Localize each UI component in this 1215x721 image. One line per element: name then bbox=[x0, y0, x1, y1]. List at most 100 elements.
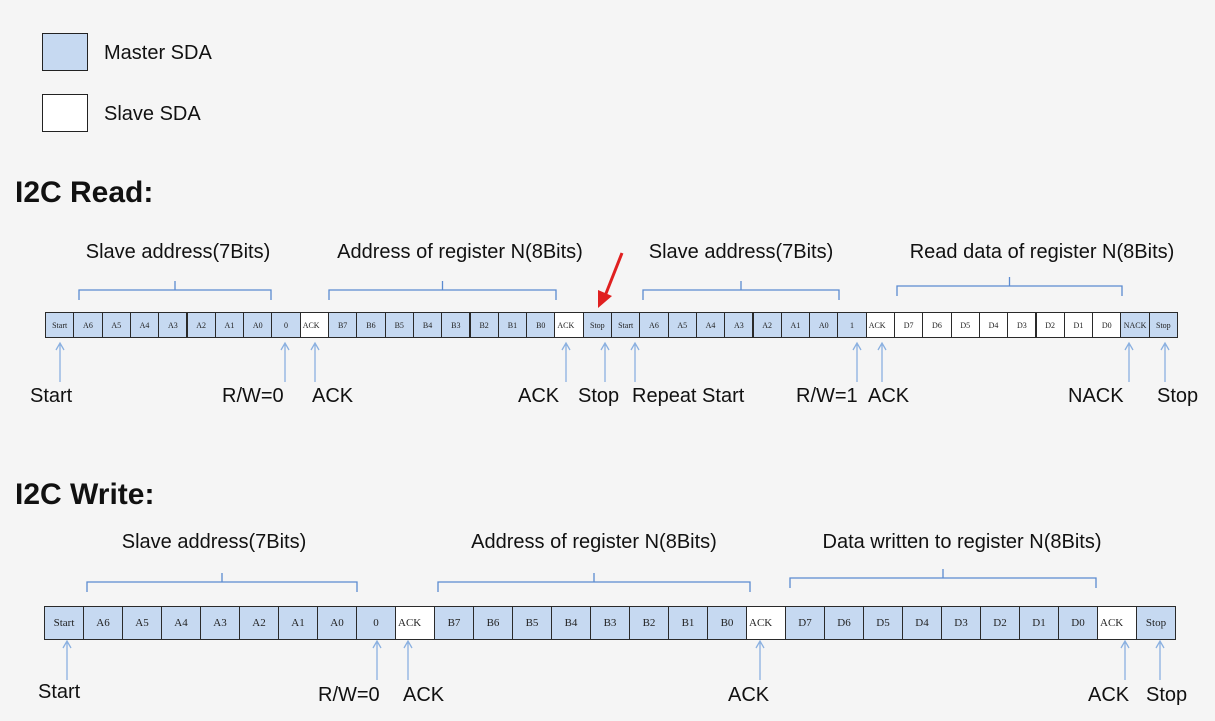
up-arrow-icon bbox=[1120, 639, 1130, 680]
bit-cell-d5: D5 bbox=[950, 312, 980, 338]
bit-cell-a5: A5 bbox=[667, 312, 697, 338]
group-bracket bbox=[78, 281, 272, 300]
bit-cell-a3: A3 bbox=[724, 312, 754, 338]
bit-cell-d4: D4 bbox=[902, 606, 942, 640]
up-arrow-icon bbox=[561, 341, 571, 382]
bit-cell-a4: A4 bbox=[129, 312, 160, 338]
bit-cell-a2: A2 bbox=[186, 312, 216, 338]
up-arrow-icon bbox=[1160, 341, 1170, 382]
write-marker-rw0: R/W=0 bbox=[318, 684, 380, 706]
bit-cell-a6: A6 bbox=[73, 312, 103, 338]
bit-cell-a6: A6 bbox=[83, 606, 123, 640]
read-marker-stop: Stop bbox=[578, 385, 620, 407]
group-bracket bbox=[328, 281, 557, 300]
up-arrow-icon bbox=[280, 341, 290, 382]
bit-cell-b2: B2 bbox=[469, 312, 499, 338]
bit-cell-ack: ACK bbox=[554, 312, 584, 338]
bit-cell-b3: B3 bbox=[441, 312, 471, 338]
write-marker-stop: Stop bbox=[1146, 684, 1188, 706]
bit-cell-stop: Stop bbox=[1148, 312, 1178, 338]
bit-cell-ack: ACK bbox=[746, 606, 786, 640]
legend-master-label: Master SDA bbox=[104, 42, 212, 64]
bit-cell-b2: B2 bbox=[629, 606, 669, 640]
bit-cell-a1: A1 bbox=[214, 312, 245, 338]
write-marker-start: Start bbox=[38, 681, 81, 703]
legend-master-swatch bbox=[42, 33, 88, 71]
bit-cell-d5: D5 bbox=[863, 606, 903, 640]
bit-cell-0: 0 bbox=[356, 606, 396, 640]
bit-cell-b6: B6 bbox=[473, 606, 513, 640]
red-pointer-arrowhead-icon bbox=[598, 290, 612, 308]
up-arrow-icon bbox=[630, 341, 640, 382]
bit-cell-b5: B5 bbox=[512, 606, 552, 640]
bit-cell-ack: ACK bbox=[299, 312, 329, 338]
bit-cell-a2: A2 bbox=[239, 606, 279, 640]
bit-cell-d4: D4 bbox=[978, 312, 1009, 338]
legend-slave-label: Slave SDA bbox=[104, 103, 201, 125]
legend-slave-swatch bbox=[42, 94, 88, 132]
bit-cell-b6: B6 bbox=[356, 312, 386, 338]
read-marker-start: Start bbox=[30, 385, 73, 407]
up-arrow-icon bbox=[755, 639, 765, 680]
read-group-label: Slave address(7Bits) bbox=[648, 241, 834, 263]
bit-cell-a5: A5 bbox=[122, 606, 162, 640]
read-heading: I2C Read: bbox=[15, 176, 154, 209]
bit-cell-d7: D7 bbox=[894, 312, 924, 338]
read-marker-nack: NACK bbox=[1068, 385, 1124, 407]
bit-cell-0: 0 bbox=[271, 312, 301, 338]
write-heading: I2C Write: bbox=[15, 478, 155, 511]
bit-cell-b1: B1 bbox=[668, 606, 708, 640]
up-arrow-icon bbox=[62, 639, 72, 680]
read-marker-ack: ACK bbox=[518, 385, 560, 407]
read-marker-rw0: R/W=0 bbox=[222, 385, 284, 407]
bit-cell-a1: A1 bbox=[780, 312, 811, 338]
read-marker-ack: ACK bbox=[868, 385, 910, 407]
write-group-label: Address of register N(8Bits) bbox=[471, 531, 717, 553]
group-bracket bbox=[896, 277, 1123, 296]
read-marker-stop: Stop bbox=[1157, 385, 1199, 407]
up-arrow-icon bbox=[55, 341, 65, 382]
red-pointer-arrow-icon bbox=[603, 252, 624, 297]
up-arrow-icon bbox=[1124, 341, 1134, 382]
up-arrow-icon bbox=[600, 341, 610, 382]
write-group-label: Slave address(7Bits) bbox=[121, 531, 307, 553]
up-arrow-icon bbox=[1155, 639, 1165, 680]
read-marker-repeat-start: Repeat Start bbox=[632, 385, 745, 407]
write-marker-ack: ACK bbox=[1088, 684, 1130, 706]
read-group-label: Address of register N(8Bits) bbox=[337, 241, 583, 263]
up-arrow-icon bbox=[372, 639, 382, 680]
bit-cell-a6: A6 bbox=[639, 312, 669, 338]
read-marker-ack: ACK bbox=[312, 385, 354, 407]
bit-cell-d1: D1 bbox=[1063, 312, 1094, 338]
bit-cell-a0: A0 bbox=[317, 606, 357, 640]
up-arrow-icon bbox=[852, 341, 862, 382]
bit-cell-ack: ACK bbox=[395, 606, 435, 640]
bit-cell-a0: A0 bbox=[243, 312, 273, 338]
bit-cell-b3: B3 bbox=[590, 606, 630, 640]
bit-cell-a2: A2 bbox=[752, 312, 782, 338]
bit-cell-a3: A3 bbox=[158, 312, 188, 338]
bit-cell-d7: D7 bbox=[785, 606, 825, 640]
up-arrow-icon bbox=[877, 341, 887, 382]
group-bracket bbox=[789, 569, 1097, 588]
up-arrow-icon bbox=[403, 639, 413, 680]
bit-cell-b7: B7 bbox=[328, 312, 358, 338]
group-bracket bbox=[437, 573, 751, 592]
group-bracket bbox=[642, 281, 840, 300]
read-group-label: Slave address(7Bits) bbox=[85, 241, 271, 263]
bit-cell-stop: Stop bbox=[1136, 606, 1176, 640]
bit-cell-b7: B7 bbox=[434, 606, 474, 640]
bit-cell-start: Start bbox=[44, 606, 84, 640]
write-group-label: Data written to register N(8Bits) bbox=[822, 531, 1102, 553]
read-group-label: Read data of register N(8Bits) bbox=[909, 241, 1175, 263]
read-marker-rw1: R/W=1 bbox=[796, 385, 858, 407]
bit-cell-a4: A4 bbox=[695, 312, 726, 338]
bit-cell-b4: B4 bbox=[551, 606, 591, 640]
write-marker-ack: ACK bbox=[728, 684, 770, 706]
bit-cell-a3: A3 bbox=[200, 606, 240, 640]
bit-cell-d3: D3 bbox=[1007, 312, 1037, 338]
write-marker-ack: ACK bbox=[403, 684, 445, 706]
bit-cell-a5: A5 bbox=[101, 312, 131, 338]
